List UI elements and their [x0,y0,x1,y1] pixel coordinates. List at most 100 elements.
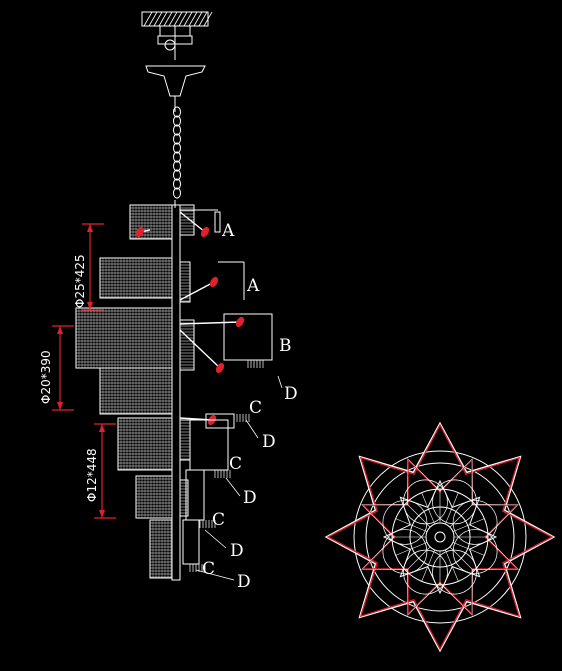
radial-spoke [421,492,435,525]
hatch-line [198,11,208,27]
callout-leader [277,375,283,389]
radial-spoke [449,546,475,572]
hatch-line [148,11,158,27]
hatch-line [203,11,213,27]
crystal-tier-1 [129,204,173,240]
radial-spoke [445,492,459,525]
hatch-line [188,11,198,27]
outer-star-accent [326,423,554,651]
outer-circle [353,450,527,624]
crystal-tier-right-5 [179,479,189,517]
box-b [223,313,273,361]
candle-arm [179,211,206,233]
chain-link [173,169,181,181]
radial-spoke [395,518,428,532]
callout-leader [204,529,227,549]
middle-star [361,458,519,616]
callout-leader [225,477,241,497]
candle-flame [135,226,145,238]
callout-d-5: D [237,572,251,592]
tier-outline [179,319,195,371]
hatch-line [143,11,153,27]
callout-c-3: C [212,510,225,530]
radial-spoke [452,542,485,556]
candle-arm [179,329,221,369]
callout-leader [245,419,259,439]
crystal-tier-6 [135,475,173,519]
radial-spoke [445,549,459,582]
chain-link [173,142,181,154]
callout-a-2: A [246,276,260,296]
dimension-label-1: Φ25*425 [73,254,87,308]
radial-spoke [395,542,428,556]
callout-c-1: C [249,398,262,418]
candle-flame [235,316,245,328]
bracket-a1 [214,211,221,233]
petal-circle [382,529,428,574]
chandelier-front-view [52,11,283,581]
radial-spoke [405,502,431,528]
petal-circle [403,549,448,595]
hatch-line [173,11,183,27]
hatch-line [153,11,163,27]
crystal-tier-right-1 [179,204,195,236]
dimension-arrow [99,510,105,518]
callout-c-4: C [202,559,215,579]
dimension-arrow [87,302,93,310]
hub-circle [425,522,455,552]
crystal-tier-4 [99,367,173,415]
box-c2 [189,419,229,471]
radial-spoke [421,549,435,582]
crystal-tier-right-3 [179,319,195,371]
tier-outline [149,519,173,579]
hatch-line [163,11,173,27]
box-c4 [182,519,200,565]
chain [173,106,181,199]
box-c3 [185,469,205,521]
crystal-tier-right-2 [179,261,191,303]
callout-a-1: A [221,221,235,241]
petal-circle [452,529,498,574]
crystal-tier-2 [99,257,173,299]
candle-flame [200,226,210,238]
radial-spoke [449,502,475,528]
chain-link [173,187,181,199]
hatch-line [158,11,168,27]
hatch-line [168,11,178,27]
ceiling-mount [141,11,213,60]
chain-link [173,106,181,118]
dimension-label-2: Φ20*390 [39,350,53,404]
candle-arm [179,321,241,325]
radial-spoke [405,546,431,572]
crystal-tier-7 [149,519,173,579]
hatch-line [183,11,193,27]
hatch-line [178,11,188,27]
plan-circle [365,462,515,612]
tier-outline [179,261,191,303]
dimension-label-3: Φ12*448 [85,448,99,502]
callout-d-2: D [262,432,276,452]
dimension-arrow [87,224,93,232]
callout-d-3: D [243,488,257,508]
petal-circle [432,479,477,525]
candle-flame [215,362,225,374]
canopy [145,65,206,97]
petal-circle [382,500,428,545]
callout-leader [195,569,235,581]
hook-ring [164,39,176,51]
crystal-tier-3 [75,307,173,369]
chain-link [173,133,181,145]
petal-circle [432,549,477,595]
callout-d-1: D [284,384,298,404]
petal-circle [452,500,498,545]
crystal-tier-right-4 [179,419,191,461]
hatch-line [193,11,203,27]
chain-link [173,151,181,163]
dimension-arrow [57,402,63,410]
chain-link [173,124,181,136]
candle-arm [179,281,215,301]
candle-flame [209,276,219,288]
callout-d-4: D [230,541,244,561]
crystal-tier-5 [117,417,173,471]
petal-circle [403,479,448,525]
